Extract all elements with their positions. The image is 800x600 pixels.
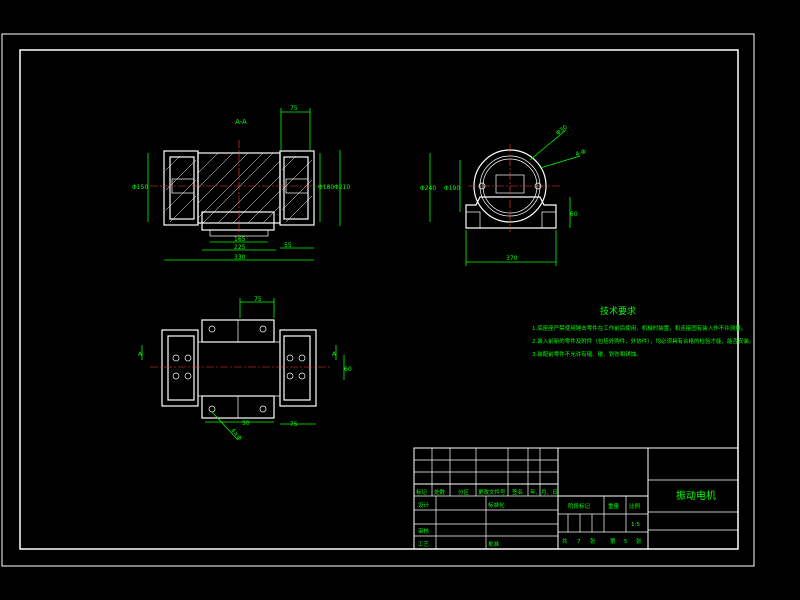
svg-text:比例: 比例 [629,502,641,510]
svg-text:165: 165 [234,236,246,243]
svg-text:共: 共 [562,537,568,545]
svg-text:Φ150: Φ150 [132,184,148,191]
svg-text:年、月、日: 年、月、日 [530,488,558,496]
svg-text:5: 5 [624,539,628,545]
svg-text:A: A [138,351,143,358]
svg-text:更改文件号: 更改文件号 [478,488,506,496]
drawing-name: 振动电机 [676,489,716,502]
svg-text:张: 张 [590,537,596,545]
svg-text:标记: 标记 [416,488,428,496]
hatch-pattern [165,152,313,224]
svg-text:1:5: 1:5 [631,522,640,528]
svg-text:标准化: 标准化 [488,501,505,509]
svg-text:设计: 设计 [418,501,430,509]
title-block: 标记 处数 分区 更改文件号 签名 年、月、日 设计 标准化 审核 工艺 批准 … [413,447,739,550]
tech-req-item-1: 1.底座座严禁使用锤击零件在工作前后使用、机械时装置，和连接固有装入作不许测量。 [532,324,746,332]
svg-text:60: 60 [344,366,352,373]
svg-text:370: 370 [506,255,518,262]
tech-req-item-2: 2.装入前新的零件及附件（包括外购件、外协件），均必须具有合格的检验才能，能否安… [532,337,755,345]
tech-req-title: 技术要求 [600,305,636,317]
tech-req-item-3: 3.装配前零件不允许有磕、碰、划伤和锈蚀。 [532,350,642,358]
svg-text:审核: 审核 [418,527,430,535]
plan-view: 75 A A 60 50 75 4×Φ [138,296,352,442]
svg-text:Φ30: Φ30 [555,124,569,137]
section-label: A-A [235,118,247,126]
svg-text:330: 330 [234,254,246,261]
svg-text:75: 75 [290,105,298,112]
svg-text:Φ240: Φ240 [420,185,436,192]
svg-text:4-Φ: 4-Φ [575,148,588,158]
svg-text:Φ180: Φ180 [318,184,334,191]
technical-requirements: 技术要求 1.底座座严禁使用锤击零件在工作前后使用、机械时装置，和连接固有装入作… [532,305,755,358]
svg-text:阶段标记: 阶段标记 [568,502,591,510]
svg-text:Φ190: Φ190 [444,185,460,192]
outer-frame [1,33,755,567]
svg-text:60: 60 [570,211,578,218]
svg-text:50: 50 [242,420,250,427]
inner-frame [19,49,739,550]
svg-text:75: 75 [254,296,262,303]
svg-text:4×Φ: 4×Φ [229,427,243,442]
svg-text:张: 张 [636,537,642,545]
svg-text:第: 第 [610,537,616,545]
svg-text:225: 225 [234,244,246,251]
svg-text:7: 7 [577,539,581,545]
svg-text:批准: 批准 [488,540,500,548]
svg-text:分区: 分区 [458,488,470,496]
svg-text:处数: 处数 [434,488,446,496]
svg-text:55: 55 [284,242,292,249]
svg-text:工艺: 工艺 [418,541,430,548]
svg-text:75: 75 [290,421,298,428]
side-view: Φ30 4-Φ Φ240 Φ190 60 370 [420,124,587,266]
svg-text:签名: 签名 [512,488,523,496]
front-section-view: A-A [132,105,350,261]
svg-text:Φ210: Φ210 [334,184,350,191]
svg-text:重量: 重量 [608,502,620,510]
svg-text:A: A [332,351,337,358]
